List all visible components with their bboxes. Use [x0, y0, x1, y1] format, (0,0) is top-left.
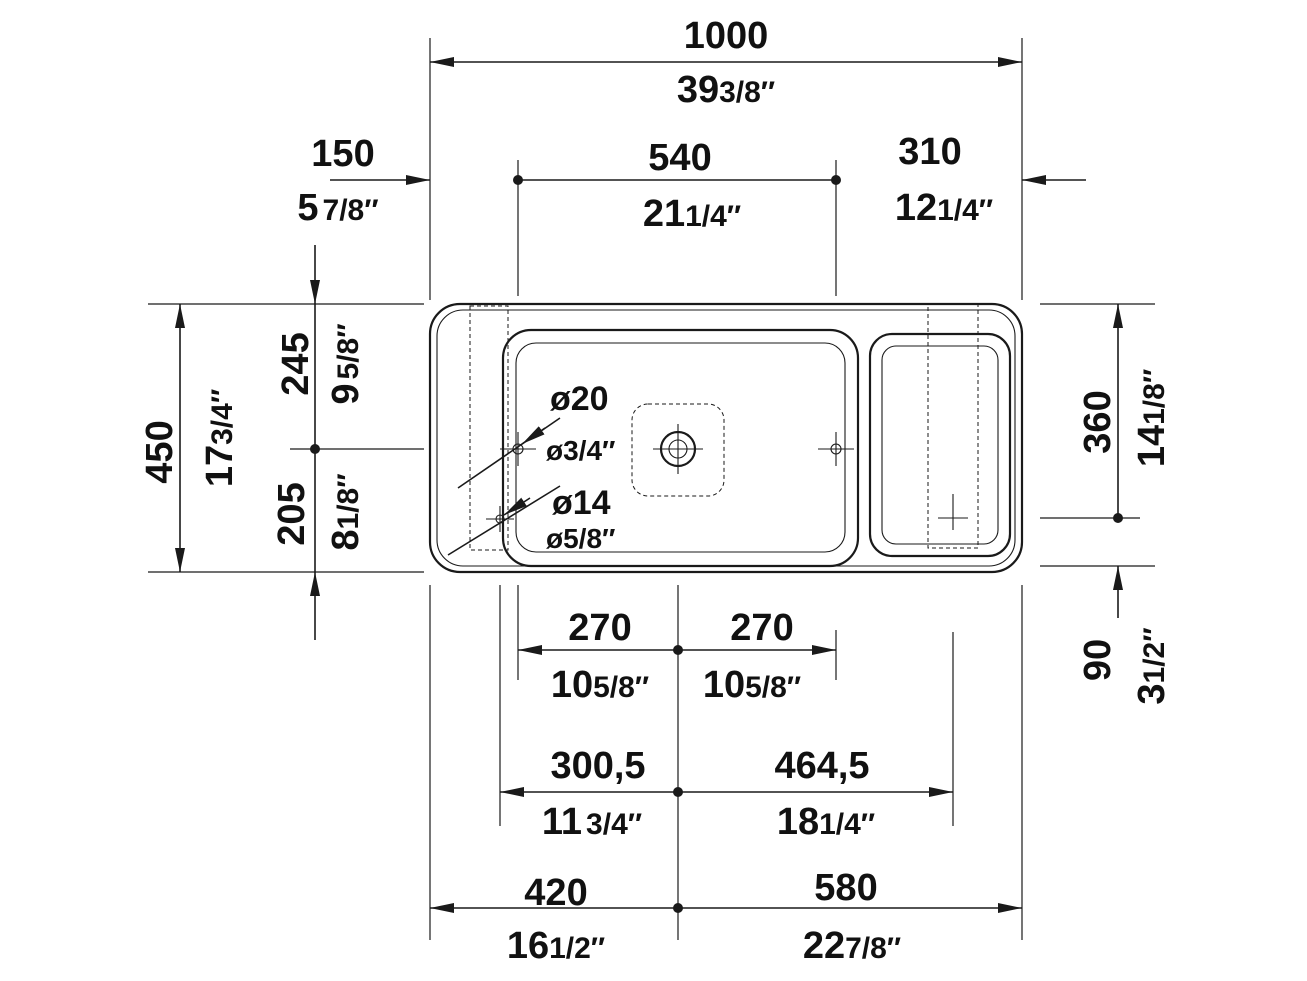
- label-left-offset-mm: 150: [311, 133, 374, 175]
- label-total-width-inch: 393/8″: [677, 69, 775, 111]
- label-base-right-mm: 580: [814, 867, 877, 909]
- label-half-left-mm: 270: [568, 607, 631, 649]
- label-base-left-inch: 161/2″: [507, 925, 605, 967]
- label-tray-offset-mm: 90: [1077, 639, 1119, 681]
- leader-overflow-hole: [447, 485, 561, 556]
- label-hole-spacing-mm: 540: [648, 137, 711, 179]
- label-half-right-inch: 105/8″: [703, 664, 801, 706]
- label-overflow-hole-mm: ø14: [552, 484, 611, 522]
- label-upper-depth-inch: 95/8″: [325, 323, 367, 404]
- dimension-lines: [175, 57, 1123, 913]
- label-tap-hole-inch: ø3/4″: [546, 435, 615, 466]
- label-half-left-inch: 105/8″: [551, 664, 649, 706]
- label-overflow-hole-inch: ø5/8″: [546, 523, 615, 554]
- label-base-left-mm: 420: [524, 872, 587, 914]
- label-tray-depth-inch: 141/8″: [1131, 369, 1173, 467]
- label-mid-right-inch: 181/4″: [777, 801, 875, 843]
- label-lower-depth-mm: 205: [271, 482, 313, 545]
- label-right-offset-inch: 121/4″: [895, 187, 993, 229]
- label-hole-spacing-inch: 211/4″: [643, 193, 741, 235]
- label-lower-depth-inch: 81/8″: [325, 473, 367, 550]
- extension-lines: [148, 38, 1155, 940]
- label-tray-offset-inch: 31/2″: [1131, 627, 1173, 704]
- label-total-depth-inch: 173/4″: [199, 389, 241, 487]
- label-right-offset-mm: 310: [898, 131, 961, 173]
- label-base-right-inch: 227/8″: [803, 925, 901, 967]
- label-tap-hole-mm: ø20: [550, 380, 609, 418]
- label-upper-depth-mm: 245: [275, 332, 317, 395]
- label-total-depth-mm: 450: [139, 420, 181, 483]
- label-mid-left-mm: 300,5: [550, 745, 645, 787]
- label-tray-depth-mm: 360: [1077, 390, 1119, 453]
- label-half-right-mm: 270: [730, 607, 793, 649]
- label-total-width-mm: 1000: [684, 15, 769, 57]
- basin-outline: [428, 302, 1024, 574]
- label-mid-right-mm: 464,5: [774, 745, 869, 787]
